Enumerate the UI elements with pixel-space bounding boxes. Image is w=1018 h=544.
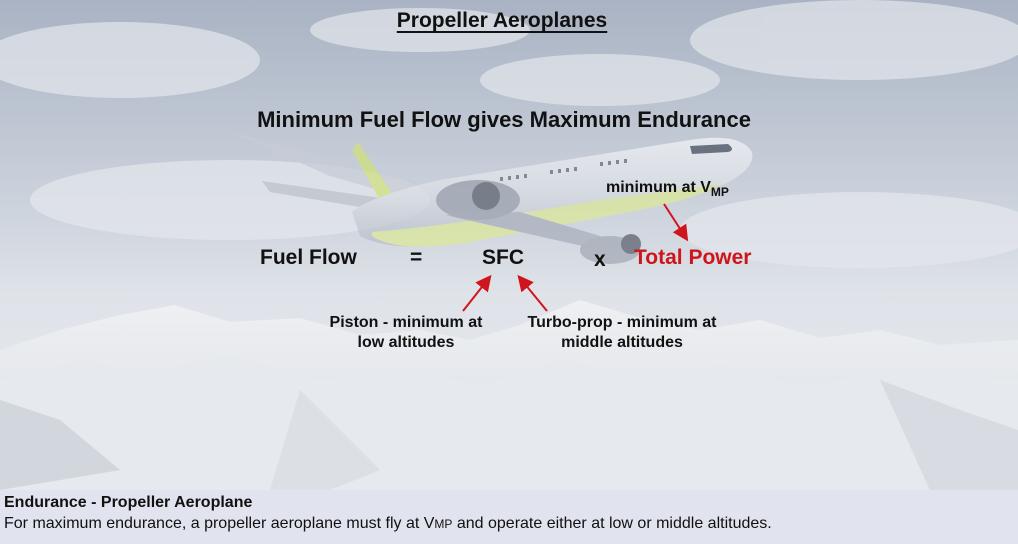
- vmp-prefix: minimum at V: [606, 179, 711, 196]
- caption-footer: Endurance - Propeller Aeroplane For maxi…: [0, 490, 1018, 544]
- multiply-sign: x: [594, 248, 606, 271]
- vmp-arrow: [663, 203, 689, 242]
- airliner-illustration: [228, 131, 753, 264]
- background-scene: [0, 0, 1018, 490]
- annotation-arrows: [462, 203, 689, 312]
- turboprop-line-1: Turbo-prop - minimum at: [527, 314, 717, 331]
- vmp-annotation: minimum at VMP: [606, 179, 729, 199]
- vmp-subscript: MP: [710, 185, 729, 199]
- headline: Minimum Fuel Flow gives Maximum Enduranc…: [257, 107, 751, 132]
- sfc-term: SFC: [482, 246, 524, 269]
- turboprop-line-2: middle altitudes: [561, 334, 683, 351]
- total-power-term: Total Power: [634, 246, 752, 269]
- footer-text-subscript: MP: [434, 517, 453, 531]
- footer-text: For maximum endurance, a propeller aerop…: [4, 513, 1014, 535]
- slide-canvas: Propeller Aeroplanes Minimum Fuel Flow g…: [0, 0, 1018, 490]
- piston-line-2: low altitudes: [357, 334, 455, 351]
- clouds: [0, 0, 1018, 268]
- piston-arrow: [462, 274, 492, 312]
- turboprop-arrow: [517, 274, 548, 312]
- equals-sign: =: [410, 246, 423, 269]
- turboprop-annotation: Turbo-prop - minimum at middle altitudes: [508, 313, 736, 353]
- snowy-mountains: [0, 300, 1018, 490]
- piston-annotation: Piston - minimum at low altitudes: [308, 313, 504, 353]
- fuel-flow-term: Fuel Flow: [260, 246, 357, 269]
- footer-title: Endurance - Propeller Aeroplane: [4, 494, 253, 511]
- piston-line-1: Piston - minimum at: [329, 314, 483, 331]
- footer-text-start: For maximum endurance, a propeller aerop…: [4, 515, 435, 532]
- footer-text-end: and operate either at low or middle alti…: [452, 515, 772, 532]
- slide-title: Propeller Aeroplanes: [396, 9, 608, 32]
